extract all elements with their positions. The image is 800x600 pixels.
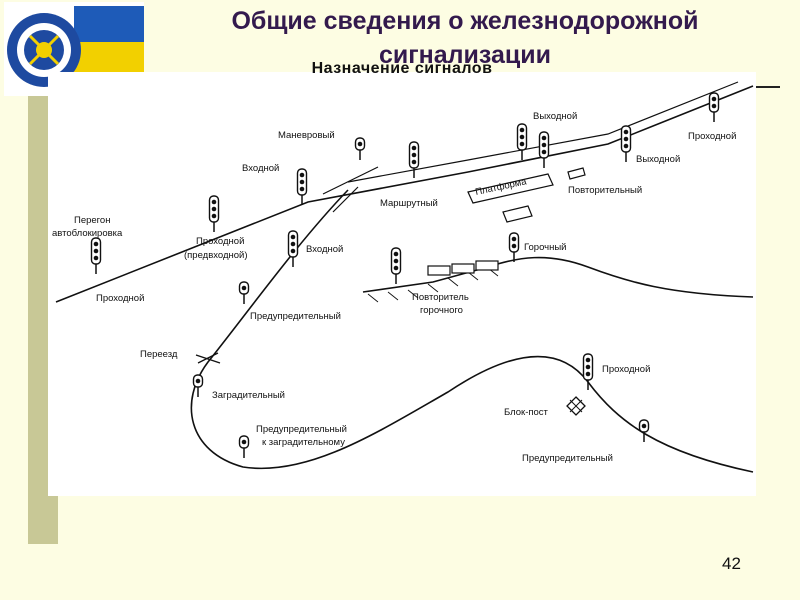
signal-exit-right — [620, 125, 632, 163]
signal-warning-mid — [238, 281, 250, 305]
signal-entry-mid — [287, 230, 299, 268]
label-warn-barrier-1: Предупредительный — [256, 424, 347, 435]
crossing-symbol — [195, 352, 221, 364]
station-building-1 — [502, 205, 533, 223]
label-pass-right: Проходной — [602, 364, 650, 375]
label-crossing: Переезд — [140, 349, 178, 360]
platform — [467, 173, 554, 204]
label-shunting: Маневровый — [278, 130, 335, 141]
station-building-2 — [567, 167, 586, 180]
label-exit-top: Выходной — [533, 111, 577, 122]
hump-ground — [362, 256, 754, 298]
switch-track — [322, 166, 379, 195]
label-pass-top: Проходной — [688, 131, 736, 142]
label-haul-1: Перегон — [74, 215, 110, 226]
label-exit-right: Выходной — [636, 154, 680, 165]
hump-hatch — [367, 267, 499, 303]
title-rule — [744, 86, 780, 88]
signal-route — [408, 141, 420, 179]
station-track — [347, 81, 739, 183]
label-pass-pre-1: Проходной — [196, 236, 244, 247]
signal-hump-repeater — [390, 247, 402, 285]
label-pass-pre-2: (предвходной) — [184, 250, 248, 261]
signal-exit-top — [538, 131, 550, 169]
signal-pass-right — [582, 353, 594, 391]
figure-title: Назначение сигналов — [311, 60, 493, 77]
signal-shunting — [354, 137, 366, 161]
label-blockpost: Блок-пост — [504, 407, 549, 418]
label-repeater: Повторительный — [568, 185, 642, 196]
signal-diagram: Маневровый Входной Выходной Проходной Вы… — [48, 60, 756, 496]
signal-exit-left — [516, 123, 528, 161]
label-entry-mid: Входной — [306, 244, 343, 255]
label-warn-barrier-2: к заградительному — [262, 437, 345, 448]
main-track — [55, 85, 754, 303]
branch-curve — [190, 189, 754, 473]
label-haul-2: автоблокировка — [52, 228, 123, 239]
signal-barrier — [192, 374, 204, 398]
diagram-svg: Маневровый Входной Выходной Проходной Вы… — [52, 81, 754, 473]
page-number: 42 — [722, 554, 741, 573]
signal-warn-barrier — [238, 435, 250, 459]
branch-track — [332, 186, 359, 213]
wagon-1 — [427, 265, 451, 276]
wagon-2 — [451, 263, 475, 274]
signal-hump — [508, 232, 520, 263]
label-warning-mid: Предупредительный — [250, 311, 341, 322]
signal-pass-top — [708, 92, 720, 123]
signal-entry-top — [296, 168, 308, 206]
slide-title: Общие сведения о железнодорожной сигнали… — [231, 7, 699, 69]
label-hump-rep-2: горочного — [420, 305, 463, 316]
blockpost-symbol — [566, 396, 586, 416]
signal-pass-pre — [208, 195, 220, 233]
label-barrier: Заградительный — [212, 390, 285, 401]
label-hump: Горочный — [524, 242, 566, 253]
label-pass-left: Проходной — [96, 293, 144, 304]
label-route: Маршрутный — [380, 198, 438, 209]
logo — [4, 2, 144, 96]
label-warning-bottom: Предупредительный — [522, 453, 613, 464]
label-entry-top: Входной — [242, 163, 279, 174]
signal-warning-bottom — [638, 419, 650, 443]
label-hump-rep-1: Повторитель — [412, 292, 469, 303]
signal-pass-left — [90, 237, 102, 275]
wagon-3 — [475, 260, 499, 271]
